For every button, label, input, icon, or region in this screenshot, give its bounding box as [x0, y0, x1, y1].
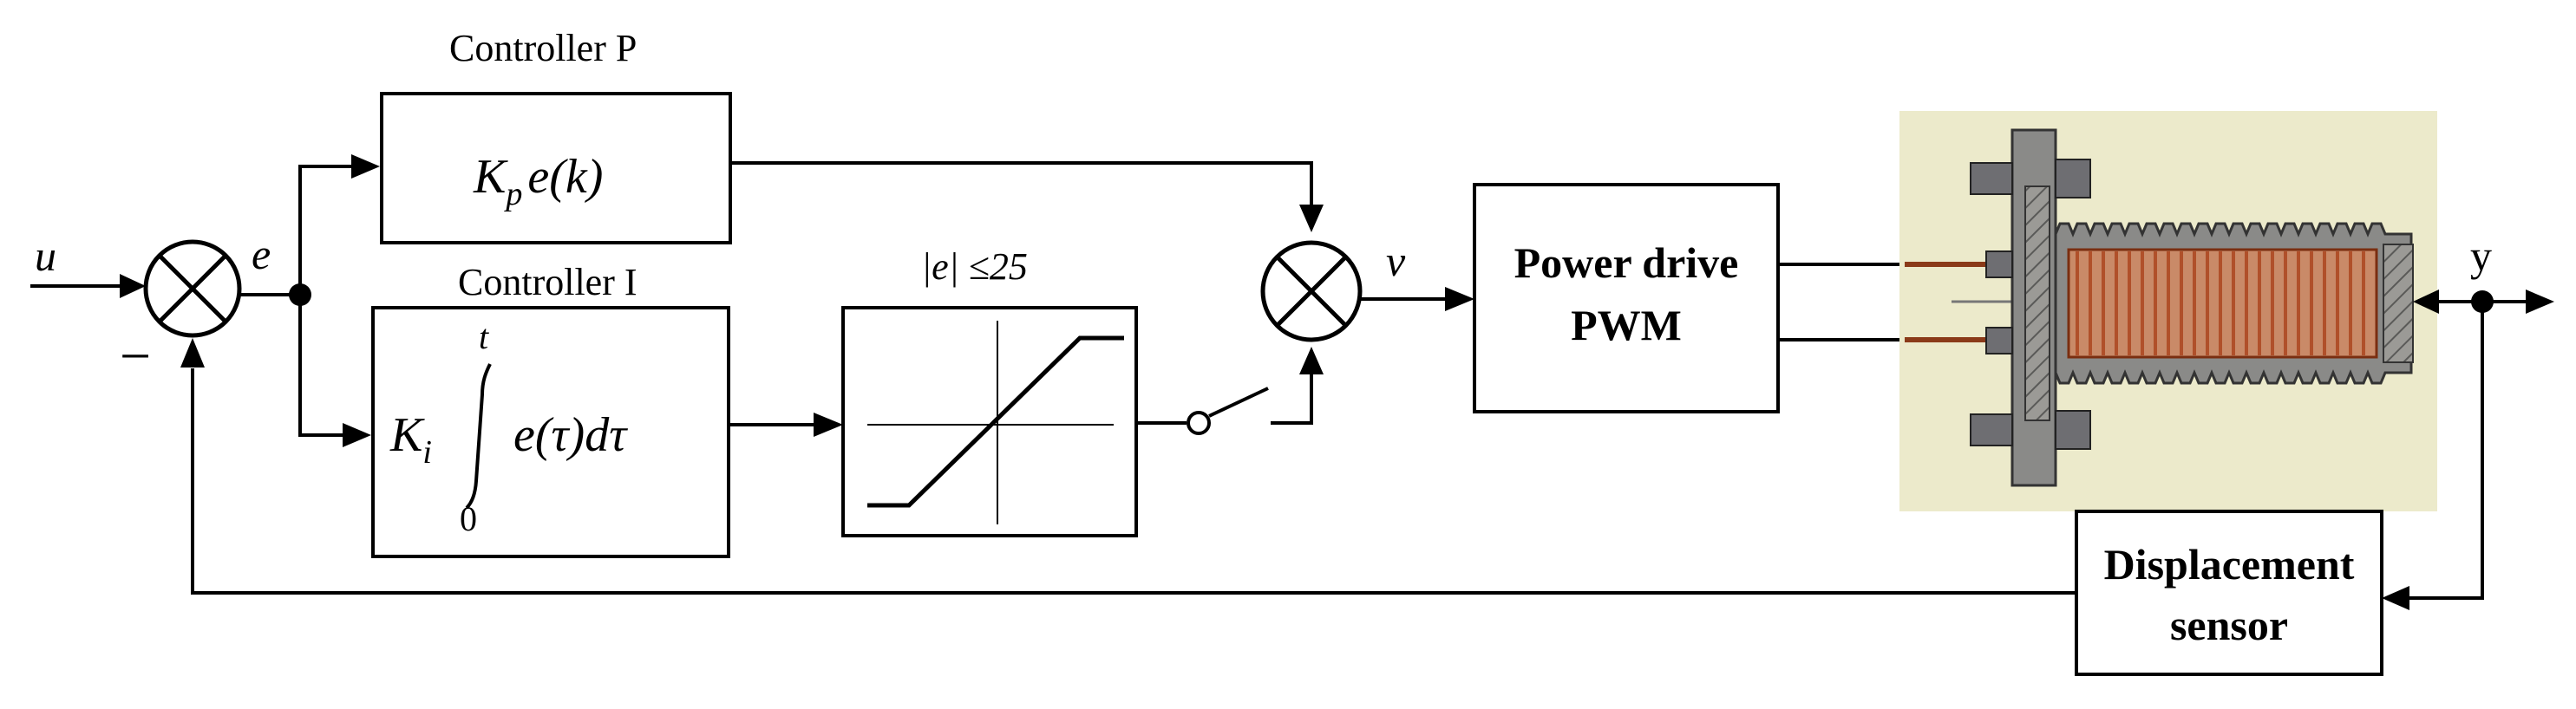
controller-i-title: Controller I [458, 261, 637, 303]
feedback-minus-sign: − [120, 325, 151, 387]
controller-p-block [380, 92, 732, 244]
sum-output-label: v [1386, 237, 1406, 285]
arrowhead-into-limiter [814, 413, 843, 437]
feedback-arrowhead [180, 338, 205, 368]
input-arrowhead [120, 274, 146, 298]
controller-p-output-line [730, 161, 1313, 206]
branch-to-controller-p [298, 165, 351, 295]
feedback-line [191, 368, 2076, 595]
controller-p-gain: K [473, 150, 508, 204]
limiter-label: |e| ≤25 [921, 245, 1028, 288]
controller-i-block [371, 306, 730, 558]
displacement-sensor-block [2075, 510, 2383, 676]
arrowhead-to-controller-i [343, 423, 371, 447]
arrowhead-i-into-sum [1299, 347, 1324, 374]
controller-i-gain: Ki [389, 408, 432, 471]
controller-p-expression: e(k) [527, 150, 603, 204]
controller-i-expression: e(τ)dτ [513, 408, 628, 462]
sensor-label-line1: Displacement [2104, 540, 2355, 589]
error-label: e [252, 230, 271, 278]
controller-i-gain-letter: K [389, 408, 425, 462]
switch-blade [1208, 387, 1269, 418]
input-label: u [35, 231, 56, 280]
controller-p-title: Controller P [449, 27, 637, 69]
summing-junction-1 [143, 239, 242, 338]
controller-i-gain-subscript: i [422, 434, 432, 471]
branch-to-controller-i [298, 295, 343, 437]
sensor-label-line2: sensor [2170, 601, 2288, 649]
output-label: y [2470, 231, 2492, 280]
arrowhead-to-controller-p [351, 154, 380, 179]
integral-sign [465, 363, 492, 510]
arrowhead-to-actuator [2413, 289, 2439, 314]
switch-contact [1187, 411, 1211, 435]
power-drive-label-line1: Power drive [1514, 238, 1739, 287]
sensor-input-line [2409, 302, 2484, 600]
switch-output-line [1271, 373, 1313, 425]
summing-junction-2 [1260, 240, 1363, 342]
integral-lower-limit: 0 [460, 499, 477, 538]
integral-upper-limit: t [479, 317, 489, 356]
arrowhead-into-sensor [2382, 586, 2409, 610]
limiter-label-text: |e| ≤25 [921, 245, 1028, 288]
saturation-curve [867, 321, 1124, 524]
power-drive-label-line2: PWM [1571, 301, 1682, 349]
controller-p-gain-subscript: p [503, 176, 522, 212]
limiter-block [841, 306, 1138, 537]
power-drive-block [1473, 183, 1780, 413]
arrowhead-into-power-drive [1445, 287, 1474, 311]
output-arrowhead [2526, 289, 2554, 314]
actuator-illustration [1899, 111, 2437, 511]
arrowhead-p-into-sum [1299, 205, 1324, 232]
